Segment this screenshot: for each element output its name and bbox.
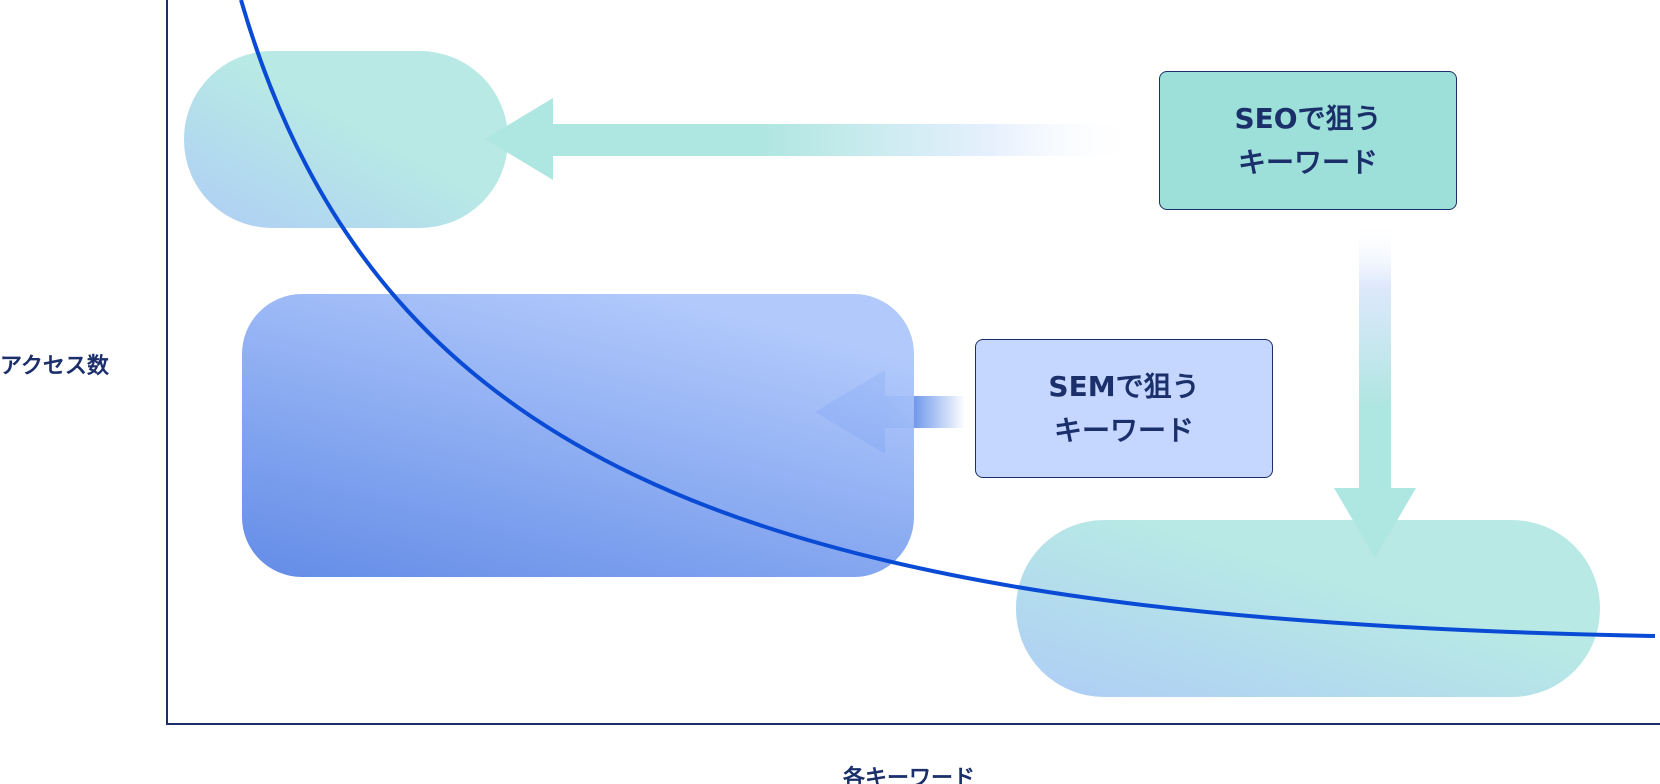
sem-box-line1: SEMで狙う xyxy=(1048,369,1200,403)
y-axis-label: アクセス数 xyxy=(0,354,109,379)
sem-box-line2: キーワード xyxy=(1053,413,1194,447)
sem-keyword-box: SEMで狙う キーワード xyxy=(975,339,1273,478)
seo-arrow-down-shaft xyxy=(1359,220,1391,490)
seo-arrow-left-shaft xyxy=(550,124,1140,156)
seo-region-bottom xyxy=(1016,520,1600,697)
seo-keyword-box: SEOで狙う キーワード xyxy=(1159,71,1457,210)
seo-box-line1: SEOで狙う xyxy=(1234,101,1382,135)
seo-region-top xyxy=(184,51,508,228)
x-axis-label: 各キーワード xyxy=(843,766,976,784)
seo-arrow-left-head xyxy=(485,98,553,180)
access-curve xyxy=(239,0,1656,638)
sem-region-middle xyxy=(242,294,914,577)
seo-box-line2: キーワード xyxy=(1237,145,1378,179)
